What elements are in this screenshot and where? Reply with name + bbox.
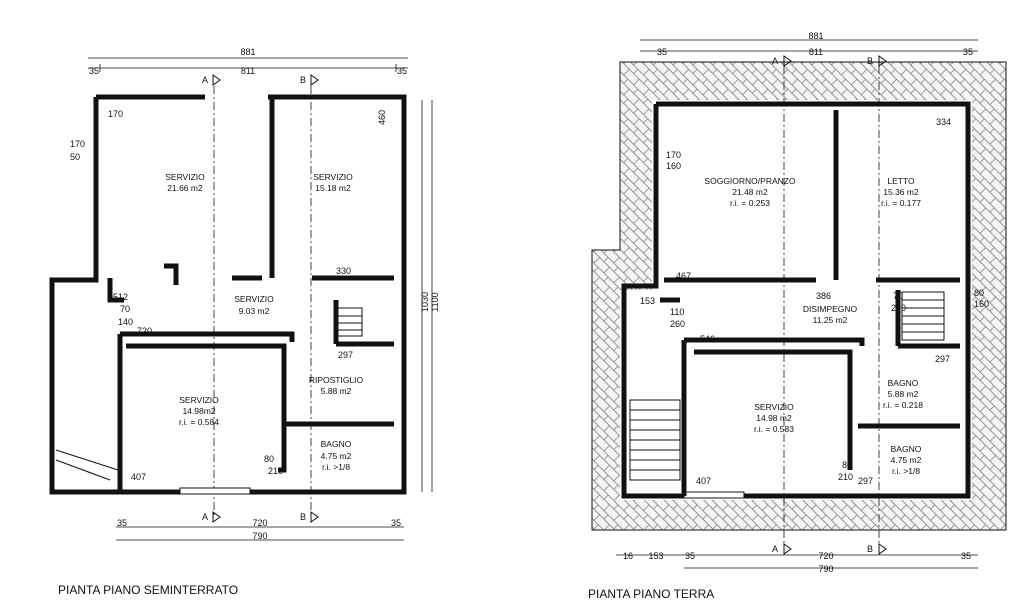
left-label: 50 — [70, 152, 80, 162]
left-label: 407 — [131, 472, 146, 482]
right-top-total-dim: 881 — [808, 31, 823, 41]
left-bottom-side-dim-right: 35 — [391, 518, 401, 528]
right-room-4-area: 14.98 m2 — [756, 413, 792, 423]
left-label: 80 — [264, 454, 274, 464]
left-top-side-dim-right: 35 — [397, 66, 407, 76]
left-bottom-inner-dim: 720 — [252, 518, 267, 528]
left-room-2-area: 15.18 m2 — [315, 183, 351, 193]
right-room-1-ri: r.i. = 0.253 — [730, 198, 770, 208]
right-room-2-area: 15.36 m2 — [883, 187, 919, 197]
left-section-a-bottom: A — [202, 512, 208, 522]
right-label: 297 — [935, 354, 950, 364]
right-label: 200 — [891, 303, 906, 313]
left-label: 297 — [338, 350, 353, 360]
left-label: 70 — [120, 304, 130, 314]
left-top-total-dim: 881 — [240, 47, 255, 57]
right-section-a-top: A — [772, 56, 778, 66]
right-label: 210 — [838, 472, 853, 482]
left-label: 460 — [377, 110, 387, 125]
left-right-inner-dim: 1030 — [420, 292, 430, 312]
left-room-4-area: 14.98m2 — [182, 406, 215, 416]
left-label: 170 — [108, 109, 123, 119]
left-top-inner-dim: 811 — [241, 66, 255, 76]
right-bottom-left-b: 153 — [648, 551, 663, 561]
right-room-3-name: DISIMPEGNO — [803, 304, 858, 314]
right-label: 386 — [816, 291, 831, 301]
right-room-6-ri: r.i. >1/8 — [892, 466, 920, 476]
left-room-4-ri: r.i. = 0.584 — [179, 417, 219, 427]
left-section-a-top: A — [202, 75, 208, 85]
right-label: 110 — [670, 307, 684, 317]
left-right-total-dim: 1100 — [430, 292, 440, 311]
right-label: 260 — [670, 319, 685, 329]
left-section-b-bottom: B — [300, 512, 306, 522]
right-label: 80 — [842, 460, 852, 470]
right-label: 70 — [893, 291, 903, 301]
left-label: 720 — [137, 326, 152, 336]
right-label: 334 — [936, 117, 951, 127]
right-top-inner-dim: 811 — [809, 47, 823, 57]
left-room-5-name: RIPOSTIGLIO — [309, 375, 364, 385]
left-room-4-name: SERVIZIO — [179, 395, 219, 405]
right-label: 407 — [696, 476, 711, 486]
right-label: 160 — [974, 299, 989, 309]
left-plan: 881 811 35 35 A B SERVIZIO 2 — [49, 47, 440, 597]
left-label: 210 — [268, 466, 283, 476]
right-bottom-left-a: 16 — [623, 551, 633, 561]
right-label: 160 — [666, 161, 681, 171]
left-room-1-area: 21.66 m2 — [167, 183, 203, 193]
left-room-6-ri: r.i. >1/8 — [322, 462, 350, 472]
left-top-side-dim: 35 — [89, 66, 99, 76]
right-room-4-name: SERVIZIO — [754, 402, 794, 412]
right-top-side-dim-right: 35 — [963, 47, 973, 57]
left-room-6-area: 4.75 m2 — [321, 451, 352, 461]
right-room-2-ri: r.i. = 0.177 — [881, 198, 921, 208]
left-label: 330 — [336, 266, 351, 276]
right-room-3-area: 11.25 m2 — [813, 315, 848, 325]
right-section-b-bottom: B — [867, 544, 873, 554]
right-room-1-area: 21.48 m2 — [732, 187, 768, 197]
right-room-5-name: BAGNO — [888, 378, 919, 388]
left-room-3-area: 9.03 m2 — [239, 306, 270, 316]
left-section-b-top: B — [300, 75, 306, 85]
left-bottom-side-dim: 35 — [117, 518, 127, 528]
right-room-5-ri: r.i. = 0.218 — [883, 400, 923, 410]
left-room-3-name: SERVIZIO — [234, 294, 274, 304]
right-label: 546 — [700, 334, 715, 344]
right-section-b-top: B — [867, 56, 873, 66]
right-plan-title: PIANTA PIANO TERRA — [588, 587, 714, 601]
right-plan: 881 811 35 35 A B SOGGIORNO/PRANZO 21.48… — [588, 31, 1007, 601]
right-label: 467 — [676, 271, 691, 281]
left-label: 170 — [70, 139, 85, 149]
left-label: 140 — [118, 317, 133, 327]
left-plan-title: PIANTA PIANO SEMINTERRATO — [58, 583, 238, 597]
right-room-6-area: 4.75 m2 — [891, 455, 922, 465]
left-room-1-name: SERVIZIO — [165, 172, 205, 182]
right-section-a-bottom: A — [772, 544, 778, 554]
right-bottom-inner-dim: 720 — [818, 551, 833, 561]
right-label: 170 — [666, 150, 681, 160]
left-room-5-area: 5.88 m2 — [321, 386, 352, 396]
right-label: 297 — [858, 476, 873, 486]
left-room-2-name: SERVIZIO — [313, 172, 353, 182]
right-room-5-area: 5.88 m2 — [888, 389, 919, 399]
right-bottom-side-dim-right: 35 — [961, 551, 971, 561]
left-label: 512 — [113, 292, 128, 302]
right-room-6-name: BAGNO — [891, 444, 922, 454]
left-room-6-name: BAGNO — [321, 439, 352, 449]
right-label: 153 — [640, 296, 655, 306]
left-bottom-total-dim: 790 — [252, 531, 267, 541]
right-label: 80 — [974, 288, 984, 298]
right-room-4-ri: r.i. = 0.583 — [754, 424, 794, 434]
right-bottom-side-dim: 35 — [685, 551, 695, 561]
right-top-side-dim: 35 — [657, 47, 667, 57]
right-room-1-name: SOGGIORNO/PRANZO — [704, 176, 796, 186]
right-room-2-name: LETTO — [887, 176, 915, 186]
right-bottom-total-dim: 790 — [818, 564, 833, 574]
